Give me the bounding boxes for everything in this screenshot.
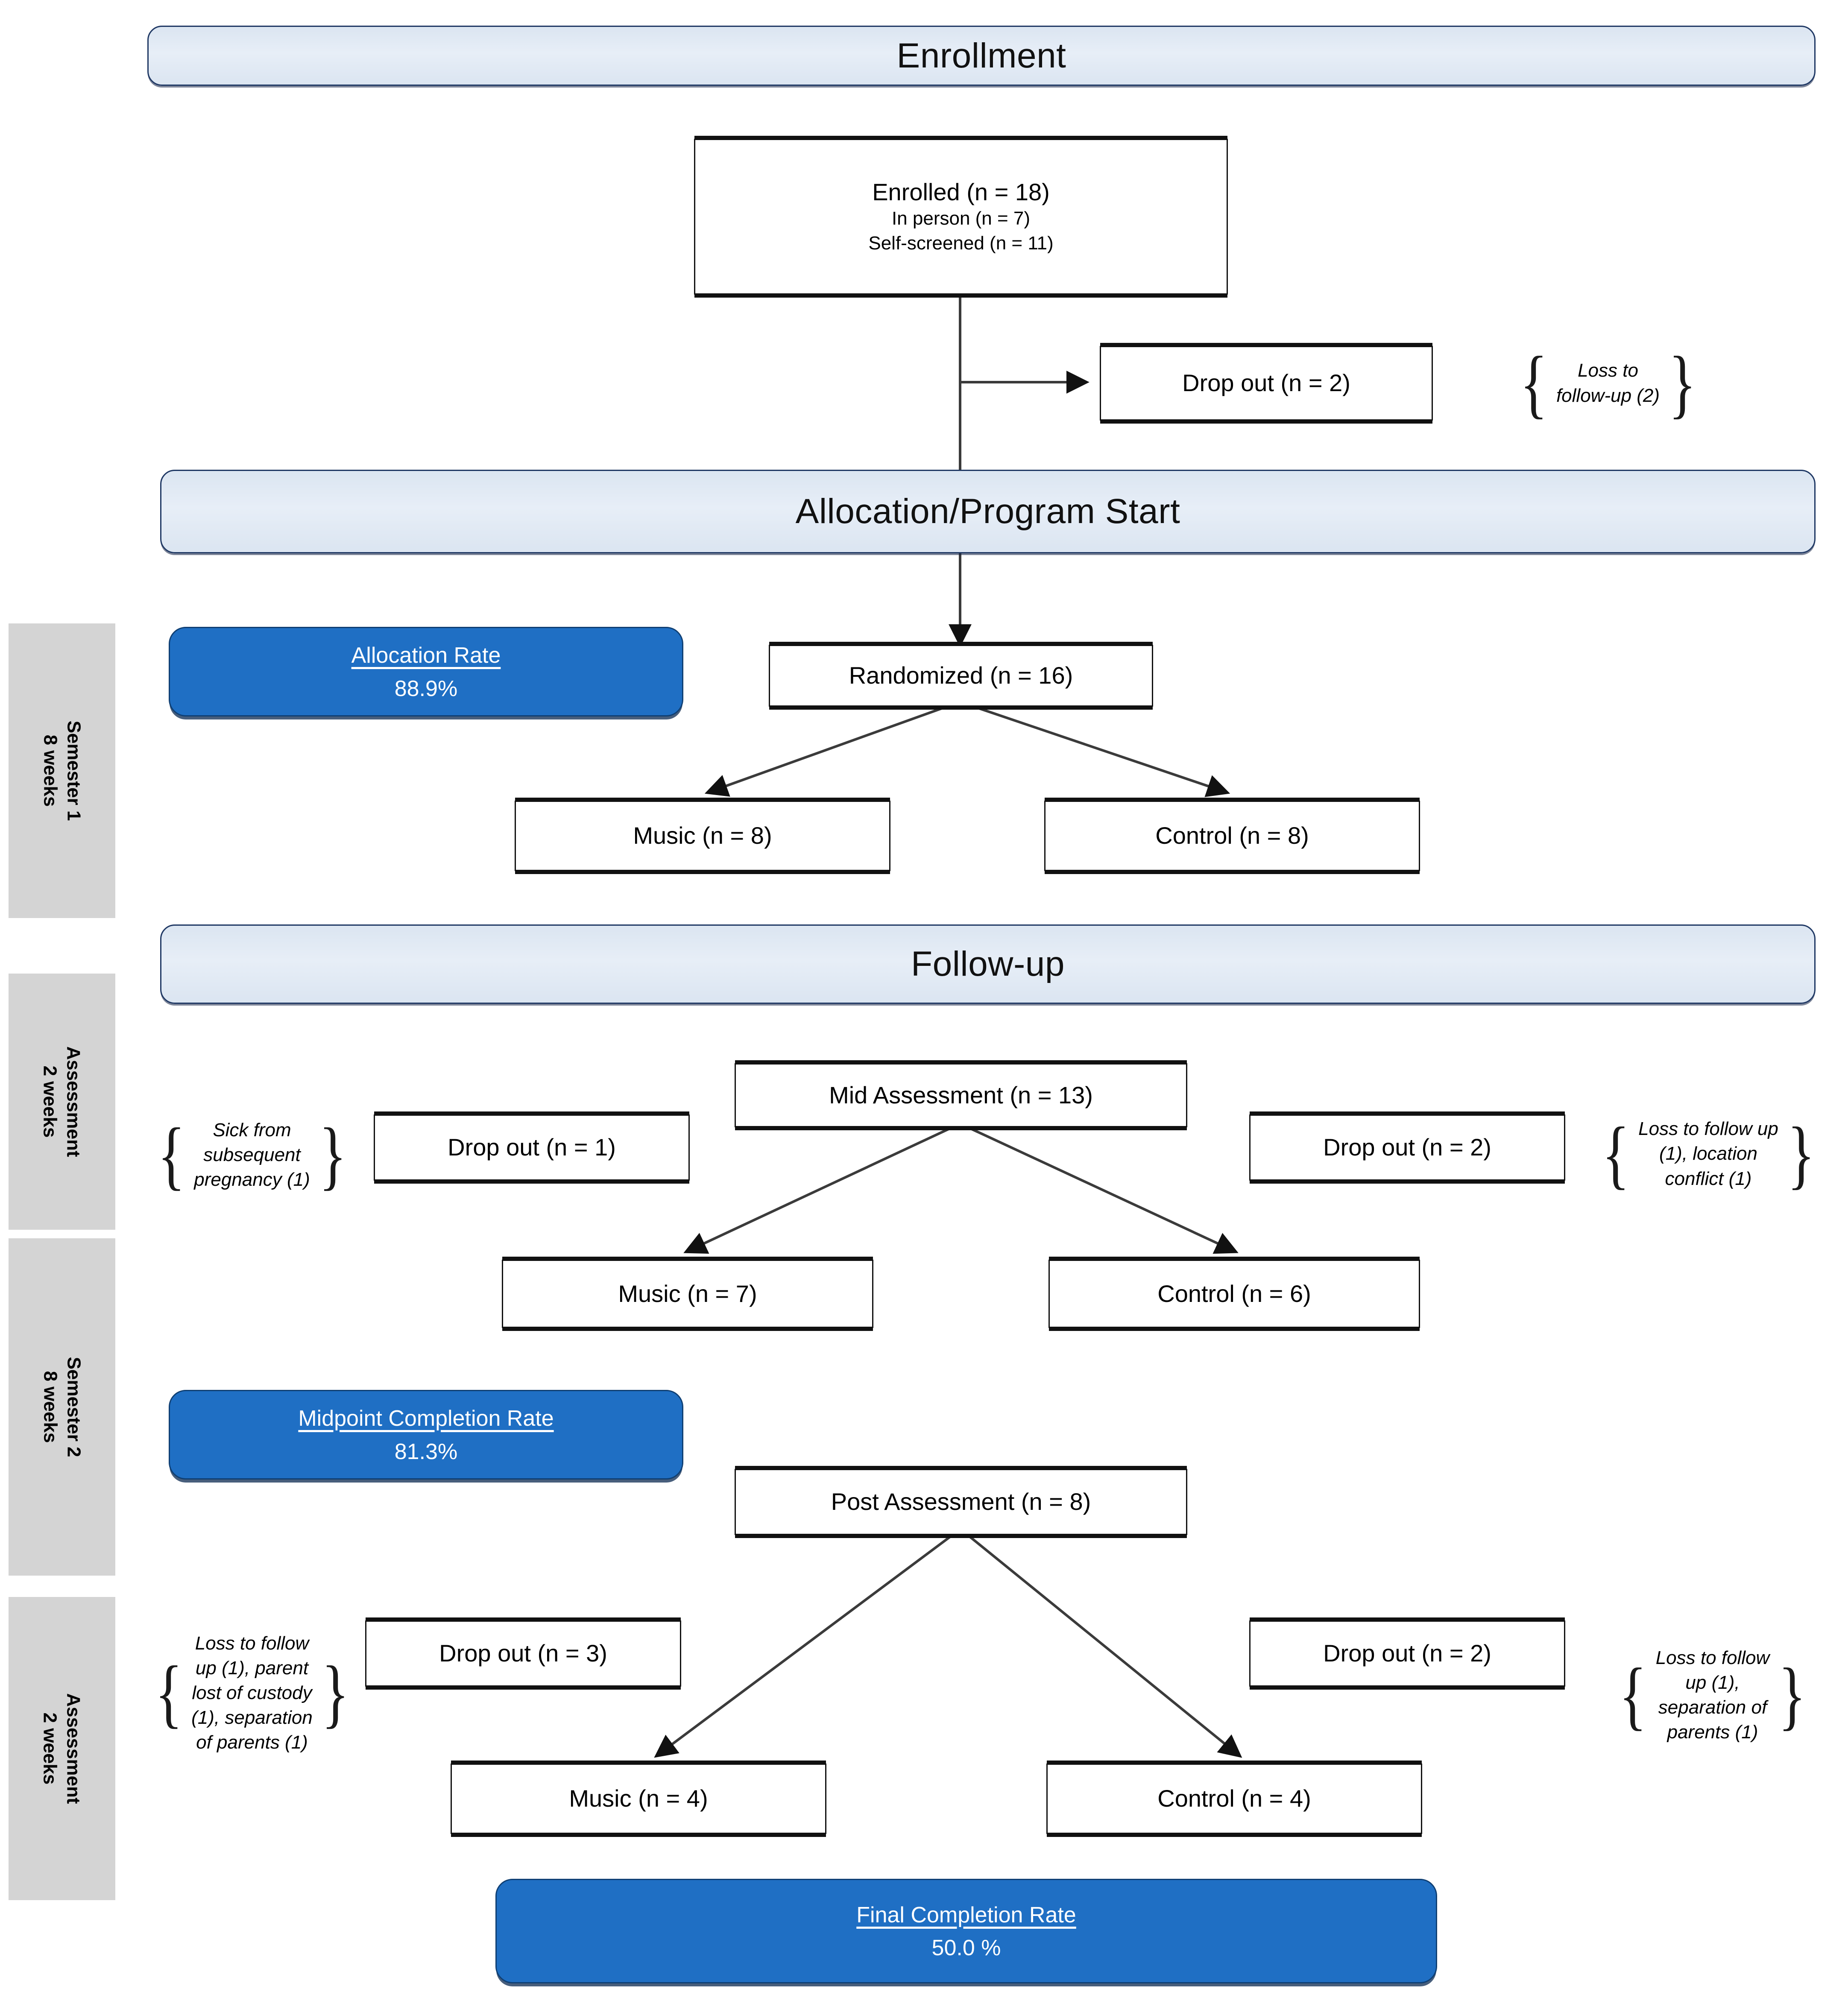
badge-title: Final Completion Rate	[856, 1902, 1076, 1927]
node-dropout-enrollment: Drop out (n = 2)	[1100, 346, 1433, 421]
node-enrolled: Enrolled (n = 18) In person (n = 7) Self…	[694, 139, 1228, 295]
phase-line1: Semester 1	[63, 720, 84, 821]
annotation-text: Sick from subsequent pregnancy (1)	[194, 1119, 310, 1190]
node-label: Music (n = 4)	[569, 1785, 708, 1812]
phase-line1: Assessment	[63, 1046, 85, 1157]
annotation-enrollment-reason: { Loss to follow-up (2) }	[1520, 340, 1696, 426]
node-label: Control (n = 4)	[1157, 1785, 1311, 1812]
badge-midpoint-rate: Midpoint Completion Rate 81.3%	[169, 1390, 683, 1480]
banner-allocation: Allocation/Program Start	[160, 470, 1816, 553]
node-label: Control (n = 6)	[1157, 1280, 1311, 1307]
node-enrolled-line1: Enrolled (n = 18)	[872, 178, 1050, 206]
annotation-text: Loss to follow up (1), separation of par…	[1655, 1647, 1770, 1743]
node-label: Music (n = 7)	[618, 1280, 757, 1307]
annotation-mid-right-reason: { Loss to follow up (1), location confli…	[1602, 1111, 1815, 1196]
badge-allocation-rate: Allocation Rate 88.9%	[169, 627, 683, 717]
banner-followup-label: Follow-up	[911, 945, 1065, 983]
node-music-semester2: Music (n = 7)	[502, 1260, 873, 1328]
banner-allocation-label: Allocation/Program Start	[795, 492, 1180, 531]
phase-line2: 8 weeks	[39, 1371, 61, 1443]
badge-title: Midpoint Completion Rate	[298, 1406, 554, 1431]
badge-final-rate: Final Completion Rate 50.0 %	[495, 1879, 1437, 1983]
annotation-text: Loss to follow up (1), location conflict…	[1638, 1118, 1778, 1189]
annotation-mid-left-reason: { Sick from subsequent pregnancy (1) }	[157, 1112, 347, 1197]
banner-enrollment: Enrollment	[147, 26, 1816, 86]
node-music-final: Music (n = 4)	[451, 1763, 826, 1834]
phase-line1: Assessment	[63, 1693, 85, 1804]
annotation-text: Loss to follow up (1), parent lost of cu…	[191, 1632, 313, 1753]
annotation-post-right-reason: { Loss to follow up (1), separation of p…	[1593, 1603, 1832, 1787]
node-label: Drop out (n = 2)	[1182, 369, 1350, 397]
annotation-text: Loss to follow-up (2)	[1556, 360, 1660, 406]
node-label: Drop out (n = 1)	[448, 1134, 616, 1161]
badge-value: 50.0 %	[931, 1936, 1001, 1961]
phase-line2: 2 weeks	[40, 1712, 61, 1785]
node-label: Drop out (n = 3)	[439, 1640, 607, 1667]
badge-title: Allocation Rate	[351, 643, 501, 668]
node-randomized: Randomized (n = 16)	[769, 645, 1153, 707]
node-label: Control (n = 8)	[1155, 822, 1309, 849]
phase-line1: Semester 2	[63, 1357, 84, 1457]
node-enrolled-line2: In person (n = 7)	[891, 208, 1031, 229]
banner-enrollment-label: Enrollment	[896, 36, 1066, 75]
node-dropout-post-music: Drop out (n = 3)	[365, 1620, 681, 1687]
banner-followup: Follow-up	[160, 924, 1816, 1004]
node-label: Drop out (n = 2)	[1323, 1640, 1491, 1667]
node-control-final: Control (n = 4)	[1046, 1763, 1422, 1834]
node-mid-assessment: Mid Assessment (n = 13)	[735, 1063, 1187, 1127]
node-label: Randomized (n = 16)	[849, 662, 1073, 689]
phase-line2: 2 weeks	[40, 1065, 61, 1138]
node-dropout-post-control: Drop out (n = 2)	[1249, 1620, 1565, 1687]
badge-value: 81.3%	[394, 1439, 458, 1464]
node-control-semester2: Control (n = 6)	[1048, 1260, 1420, 1328]
node-music-semester1: Music (n = 8)	[515, 801, 890, 871]
node-dropout-mid-control: Drop out (n = 2)	[1249, 1114, 1565, 1181]
node-post-assessment: Post Assessment (n = 8)	[735, 1469, 1187, 1535]
badge-value: 88.9%	[394, 676, 458, 701]
node-label: Drop out (n = 2)	[1323, 1134, 1491, 1161]
node-dropout-mid-music: Drop out (n = 1)	[374, 1114, 690, 1181]
phase-line2: 8 weeks	[39, 734, 61, 807]
node-enrolled-line3: Self-screened (n = 11)	[868, 232, 1054, 254]
annotation-post-left-reason: { Loss to follow up (1), parent lost of …	[141, 1597, 363, 1789]
node-label: Music (n = 8)	[633, 822, 772, 849]
node-label: Mid Assessment (n = 13)	[829, 1081, 1093, 1108]
node-control-semester1: Control (n = 8)	[1044, 801, 1420, 871]
node-label: Post Assessment (n = 8)	[831, 1488, 1091, 1515]
